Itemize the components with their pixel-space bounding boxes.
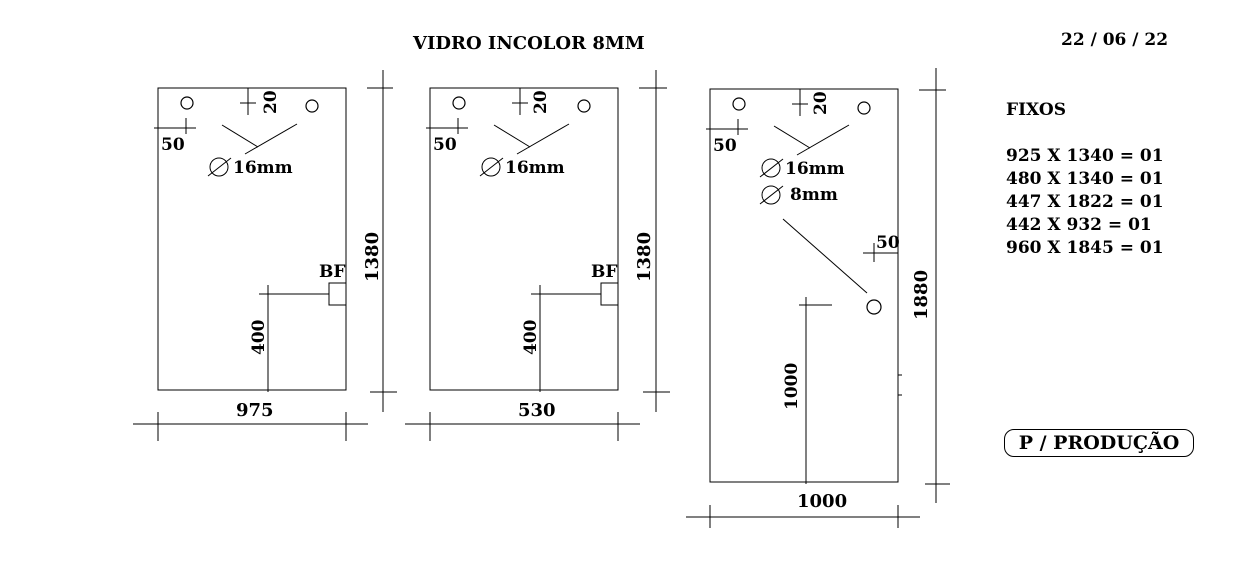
panel-2-outline xyxy=(429,87,619,391)
panel-2-hole-left xyxy=(452,96,466,110)
panel-3-side-hole xyxy=(866,299,882,315)
panel-3-side-hole-offset: 50 xyxy=(876,233,900,253)
panel-2-height-label: 1380 xyxy=(634,232,655,282)
panel-3-hole-y-offset: 20 xyxy=(811,91,831,115)
panel-3-hole-diameter: 16mm xyxy=(785,159,845,179)
panel-1-hole-diameter: 16mm xyxy=(233,158,293,178)
panel-3-hole-left xyxy=(732,97,746,111)
panel-1-bf-label: BF xyxy=(319,262,345,282)
drawing-date: 22 / 06 / 22 xyxy=(1061,30,1169,50)
fixos-item: 447 X 1822 = 01 xyxy=(1006,192,1164,212)
panel-1-hole-left xyxy=(180,96,194,110)
panel-3-small-hole-diameter: 8mm xyxy=(790,185,838,205)
fixos-item: 925 X 1340 = 01 xyxy=(1006,146,1164,166)
panel-1-bf-height: 400 xyxy=(249,319,269,355)
fixos-list: FIXOS 925 X 1340 = 01 480 X 1340 = 01 44… xyxy=(1006,99,1164,260)
fixos-item: 480 X 1340 = 01 xyxy=(1006,169,1164,189)
drawing-title: VIDRO INCOLOR 8MM xyxy=(413,33,645,54)
panel-1-hole-right xyxy=(305,99,319,113)
panel-3-side-hole-height: 1000 xyxy=(782,363,802,410)
panel-2-width-label: 530 xyxy=(518,400,556,421)
fixos-item: 960 X 1845 = 01 xyxy=(1006,238,1164,258)
panel-3-height-label: 1880 xyxy=(911,270,932,320)
panel-1-hole-x-offset: 50 xyxy=(161,135,185,155)
panel-1-outline xyxy=(157,87,347,391)
fixos-item: 442 X 932 = 01 xyxy=(1006,215,1152,235)
panel-2-bf-height: 400 xyxy=(521,319,541,355)
panel-2-hole-x-offset: 50 xyxy=(433,135,457,155)
panel-1-height-label: 1380 xyxy=(362,232,383,282)
panel-3-outline xyxy=(709,88,899,483)
panel-3-width-label: 1000 xyxy=(797,491,847,512)
glass-panel-3: 20 50 16mm 8mm 50 1000 1880 1000 xyxy=(686,68,950,528)
glass-panel-2: 20 50 16mm BF 400 1380 530 xyxy=(405,70,670,441)
panel-3-hole-x-offset: 50 xyxy=(713,136,737,156)
panel-2-hole-right xyxy=(577,99,591,113)
panel-2-bf-label: BF xyxy=(591,262,617,282)
panel-2-hole-y-offset: 20 xyxy=(531,90,551,114)
panel-1-width-label: 975 xyxy=(236,400,274,421)
glass-panel-1: 20 50 16mm BF 400 1380 975 xyxy=(133,70,397,441)
production-badge: P / PRODUÇÃO xyxy=(1004,429,1194,457)
fixos-title: FIXOS xyxy=(1006,100,1066,120)
panel-2-hole-diameter: 16mm xyxy=(505,158,565,178)
panel-3-hole-right xyxy=(857,101,871,115)
panel-1-hole-y-offset: 20 xyxy=(261,90,281,114)
